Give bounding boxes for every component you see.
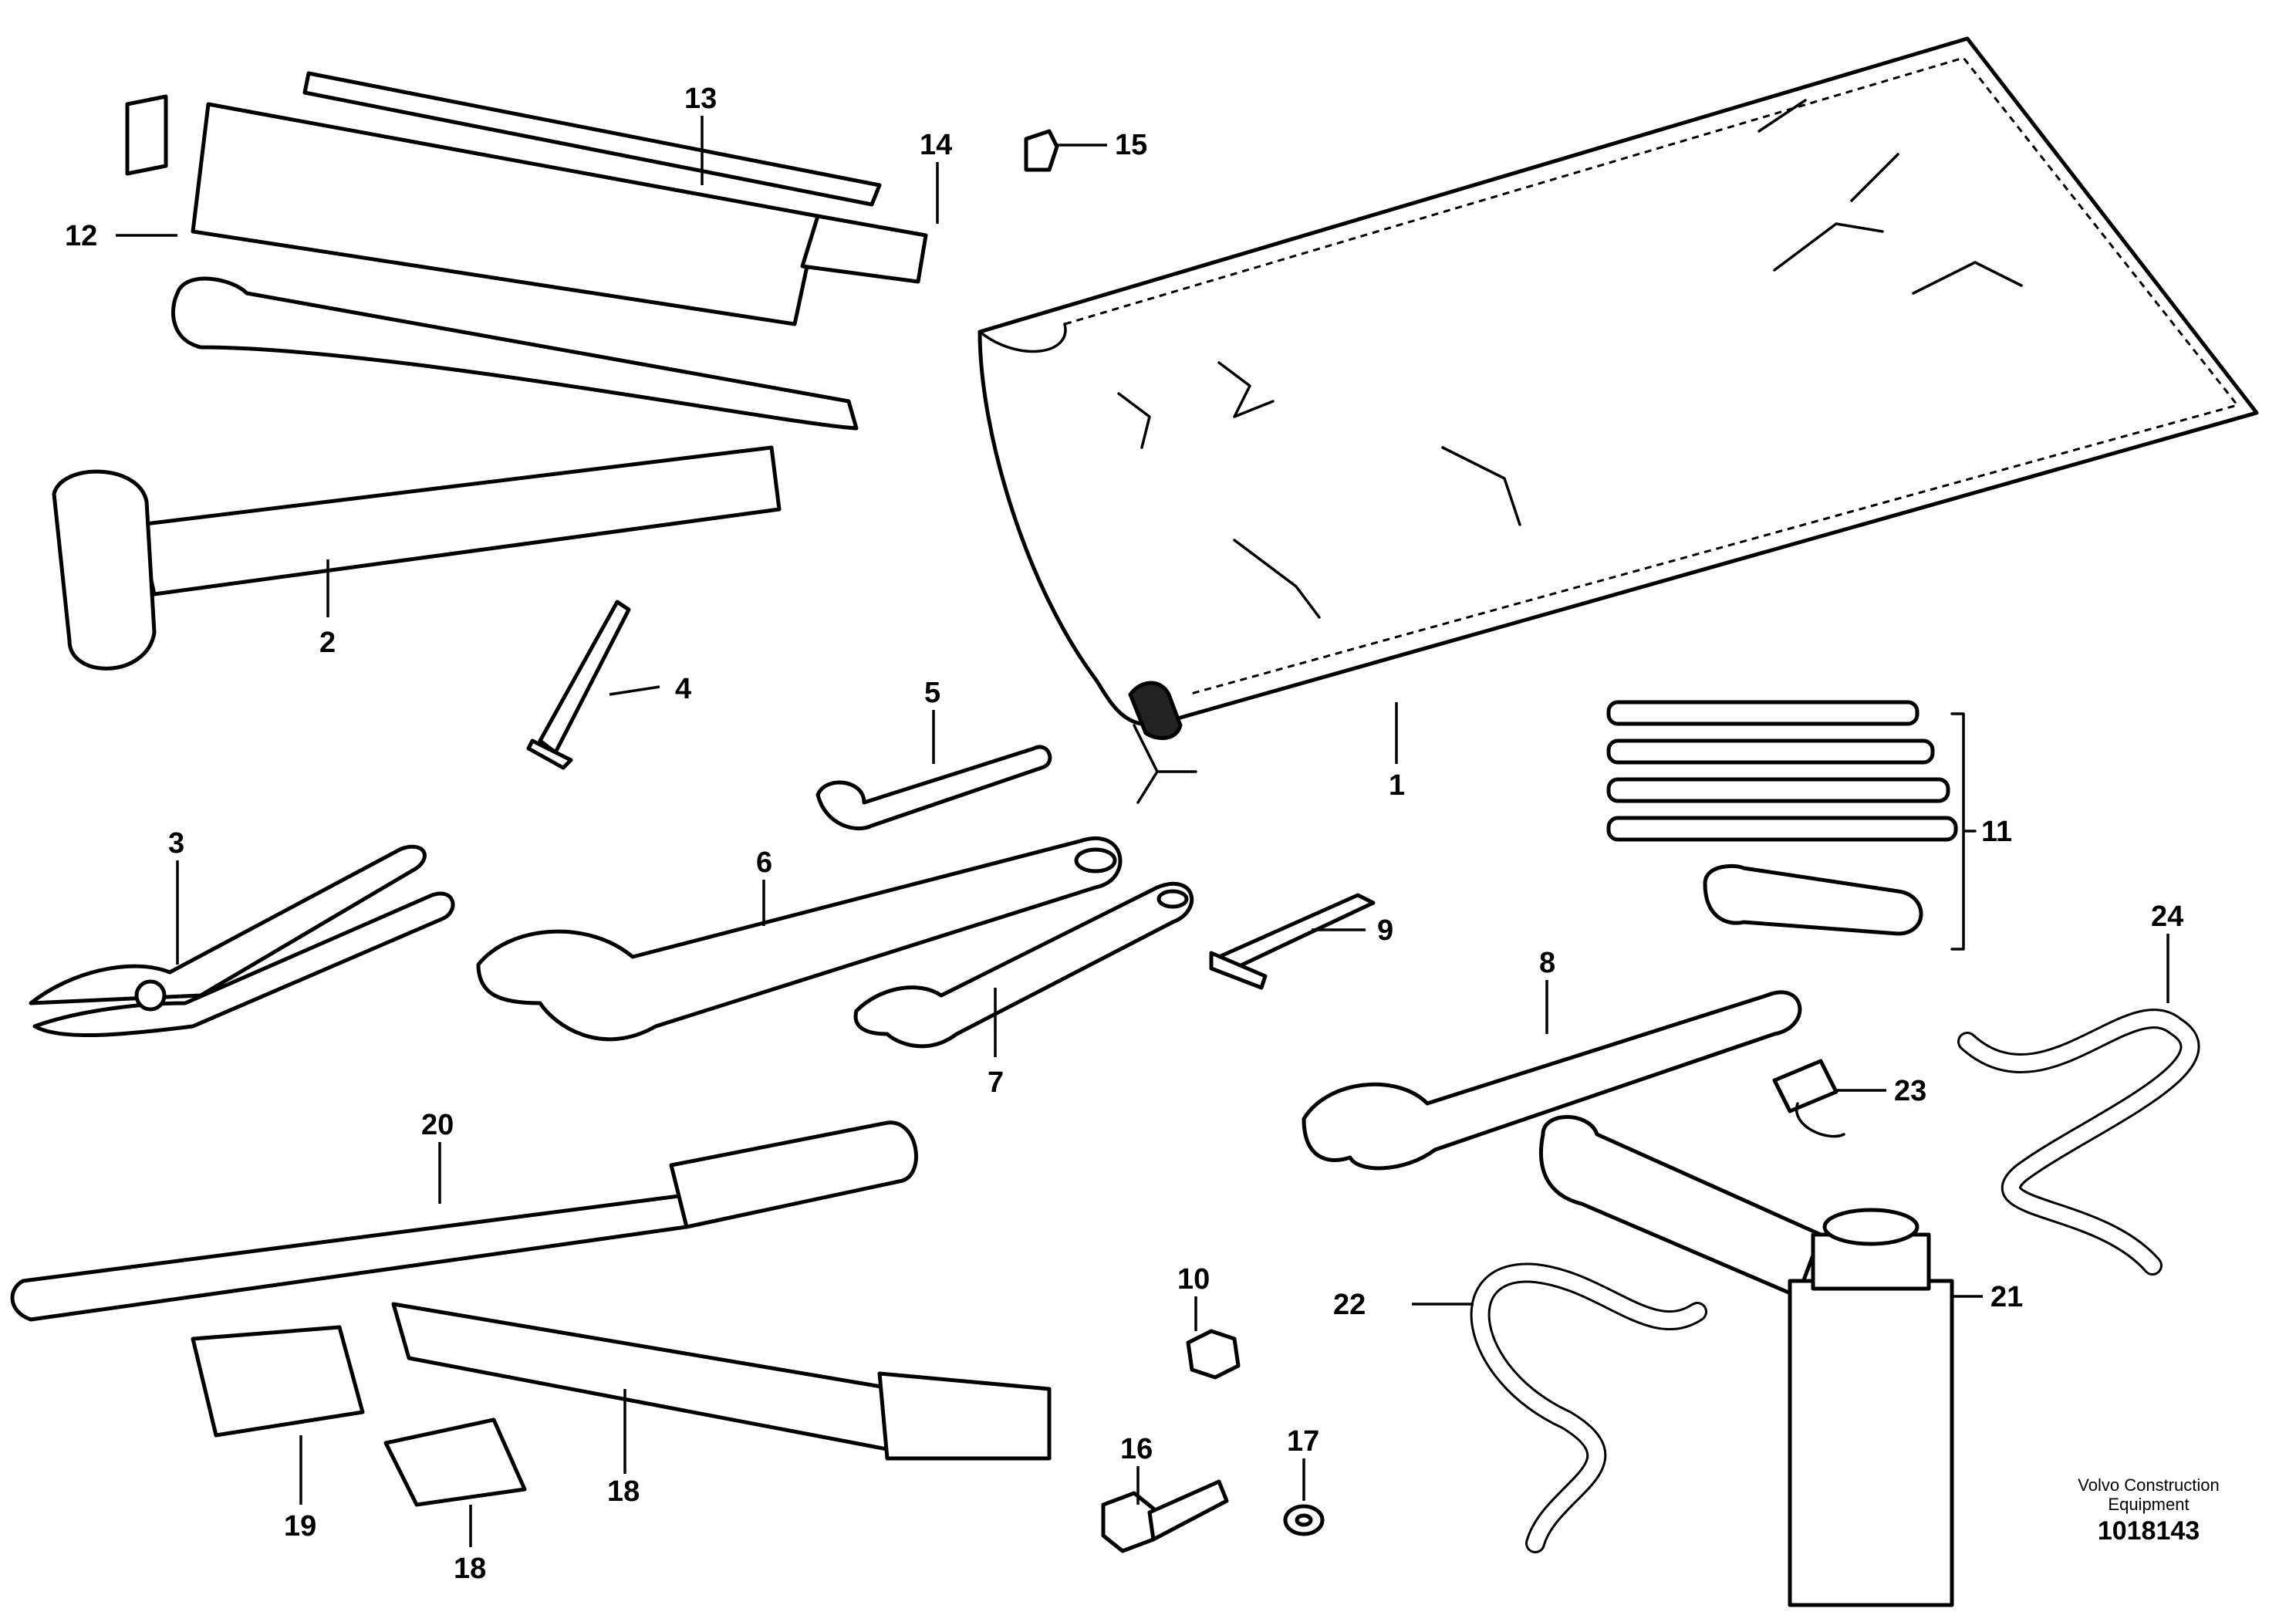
quick-coupling: [1772, 1059, 1845, 1138]
callout-24: 24: [2151, 901, 2183, 933]
callout-20: 20: [421, 1109, 454, 1141]
brand-line-2: Equipment: [2108, 1495, 2189, 1514]
open-end-wrench: [1302, 990, 1802, 1171]
leader-lines: [116, 116, 2169, 1547]
small-wrench: [815, 745, 1052, 831]
callout-9: 9: [1377, 914, 1393, 947]
nut: [1186, 1329, 1241, 1380]
callout-3: 3: [168, 827, 184, 860]
hex-key-small: [526, 600, 631, 770]
adjustable-wrench-large: [476, 836, 1123, 1042]
callout-8: 8: [1539, 947, 1555, 979]
grease-gun: [125, 71, 928, 431]
tool-bag: [977, 36, 2259, 804]
callout-22: 22: [1333, 1289, 1366, 1321]
extension-bar: [10, 1120, 918, 1322]
hose-short: [1470, 1262, 1707, 1553]
callout-4: 4: [675, 673, 691, 705]
hammer: [52, 445, 782, 671]
washer: [1283, 1504, 1325, 1536]
callout-1: 1: [1389, 769, 1405, 802]
hose-long: [1957, 1009, 2200, 1276]
socket-adapter: [383, 1418, 527, 1507]
adjustable-wrench-small: [853, 881, 1194, 1049]
callout-5: 5: [924, 677, 940, 709]
socket-wrench-bar: [391, 1302, 1052, 1461]
grease-nipple: [1024, 129, 1059, 172]
callout-16: 16: [1120, 1433, 1153, 1465]
brand-line-1: Volvo Construction: [2078, 1475, 2219, 1495]
bolt: [1101, 1479, 1229, 1553]
callout-13: 13: [684, 83, 717, 115]
callout-2: 2: [319, 627, 336, 659]
callout-18a: 18: [607, 1475, 640, 1508]
callout-10: 10: [1177, 1263, 1210, 1296]
socket-large: [191, 1325, 365, 1438]
screwdriver-set: [1606, 700, 1977, 951]
hex-key-large: [1209, 893, 1376, 990]
oil-pump: [1538, 1115, 1954, 1607]
callout-23: 23: [1894, 1075, 1926, 1107]
pliers: [29, 844, 455, 1038]
callout-6: 6: [756, 846, 772, 879]
document-number: 1018143: [2098, 1516, 2200, 1546]
callout-7: 7: [988, 1066, 1004, 1099]
callout-14: 14: [920, 129, 952, 161]
callout-17: 17: [1287, 1425, 1319, 1458]
callout-18b: 18: [454, 1553, 486, 1585]
callout-21: 21: [1990, 1281, 2023, 1313]
callout-19: 19: [284, 1510, 316, 1543]
callout-11: 11: [1981, 816, 2012, 848]
callout-12: 12: [65, 220, 97, 252]
callout-15: 15: [1115, 129, 1147, 161]
callouts: 1 2 3 4 5 6 7 8 9 10 11 12 13 14 15 16 1…: [65, 83, 2183, 1585]
brand-block: Volvo Construction Equipment 1018143: [2078, 1475, 2219, 1546]
